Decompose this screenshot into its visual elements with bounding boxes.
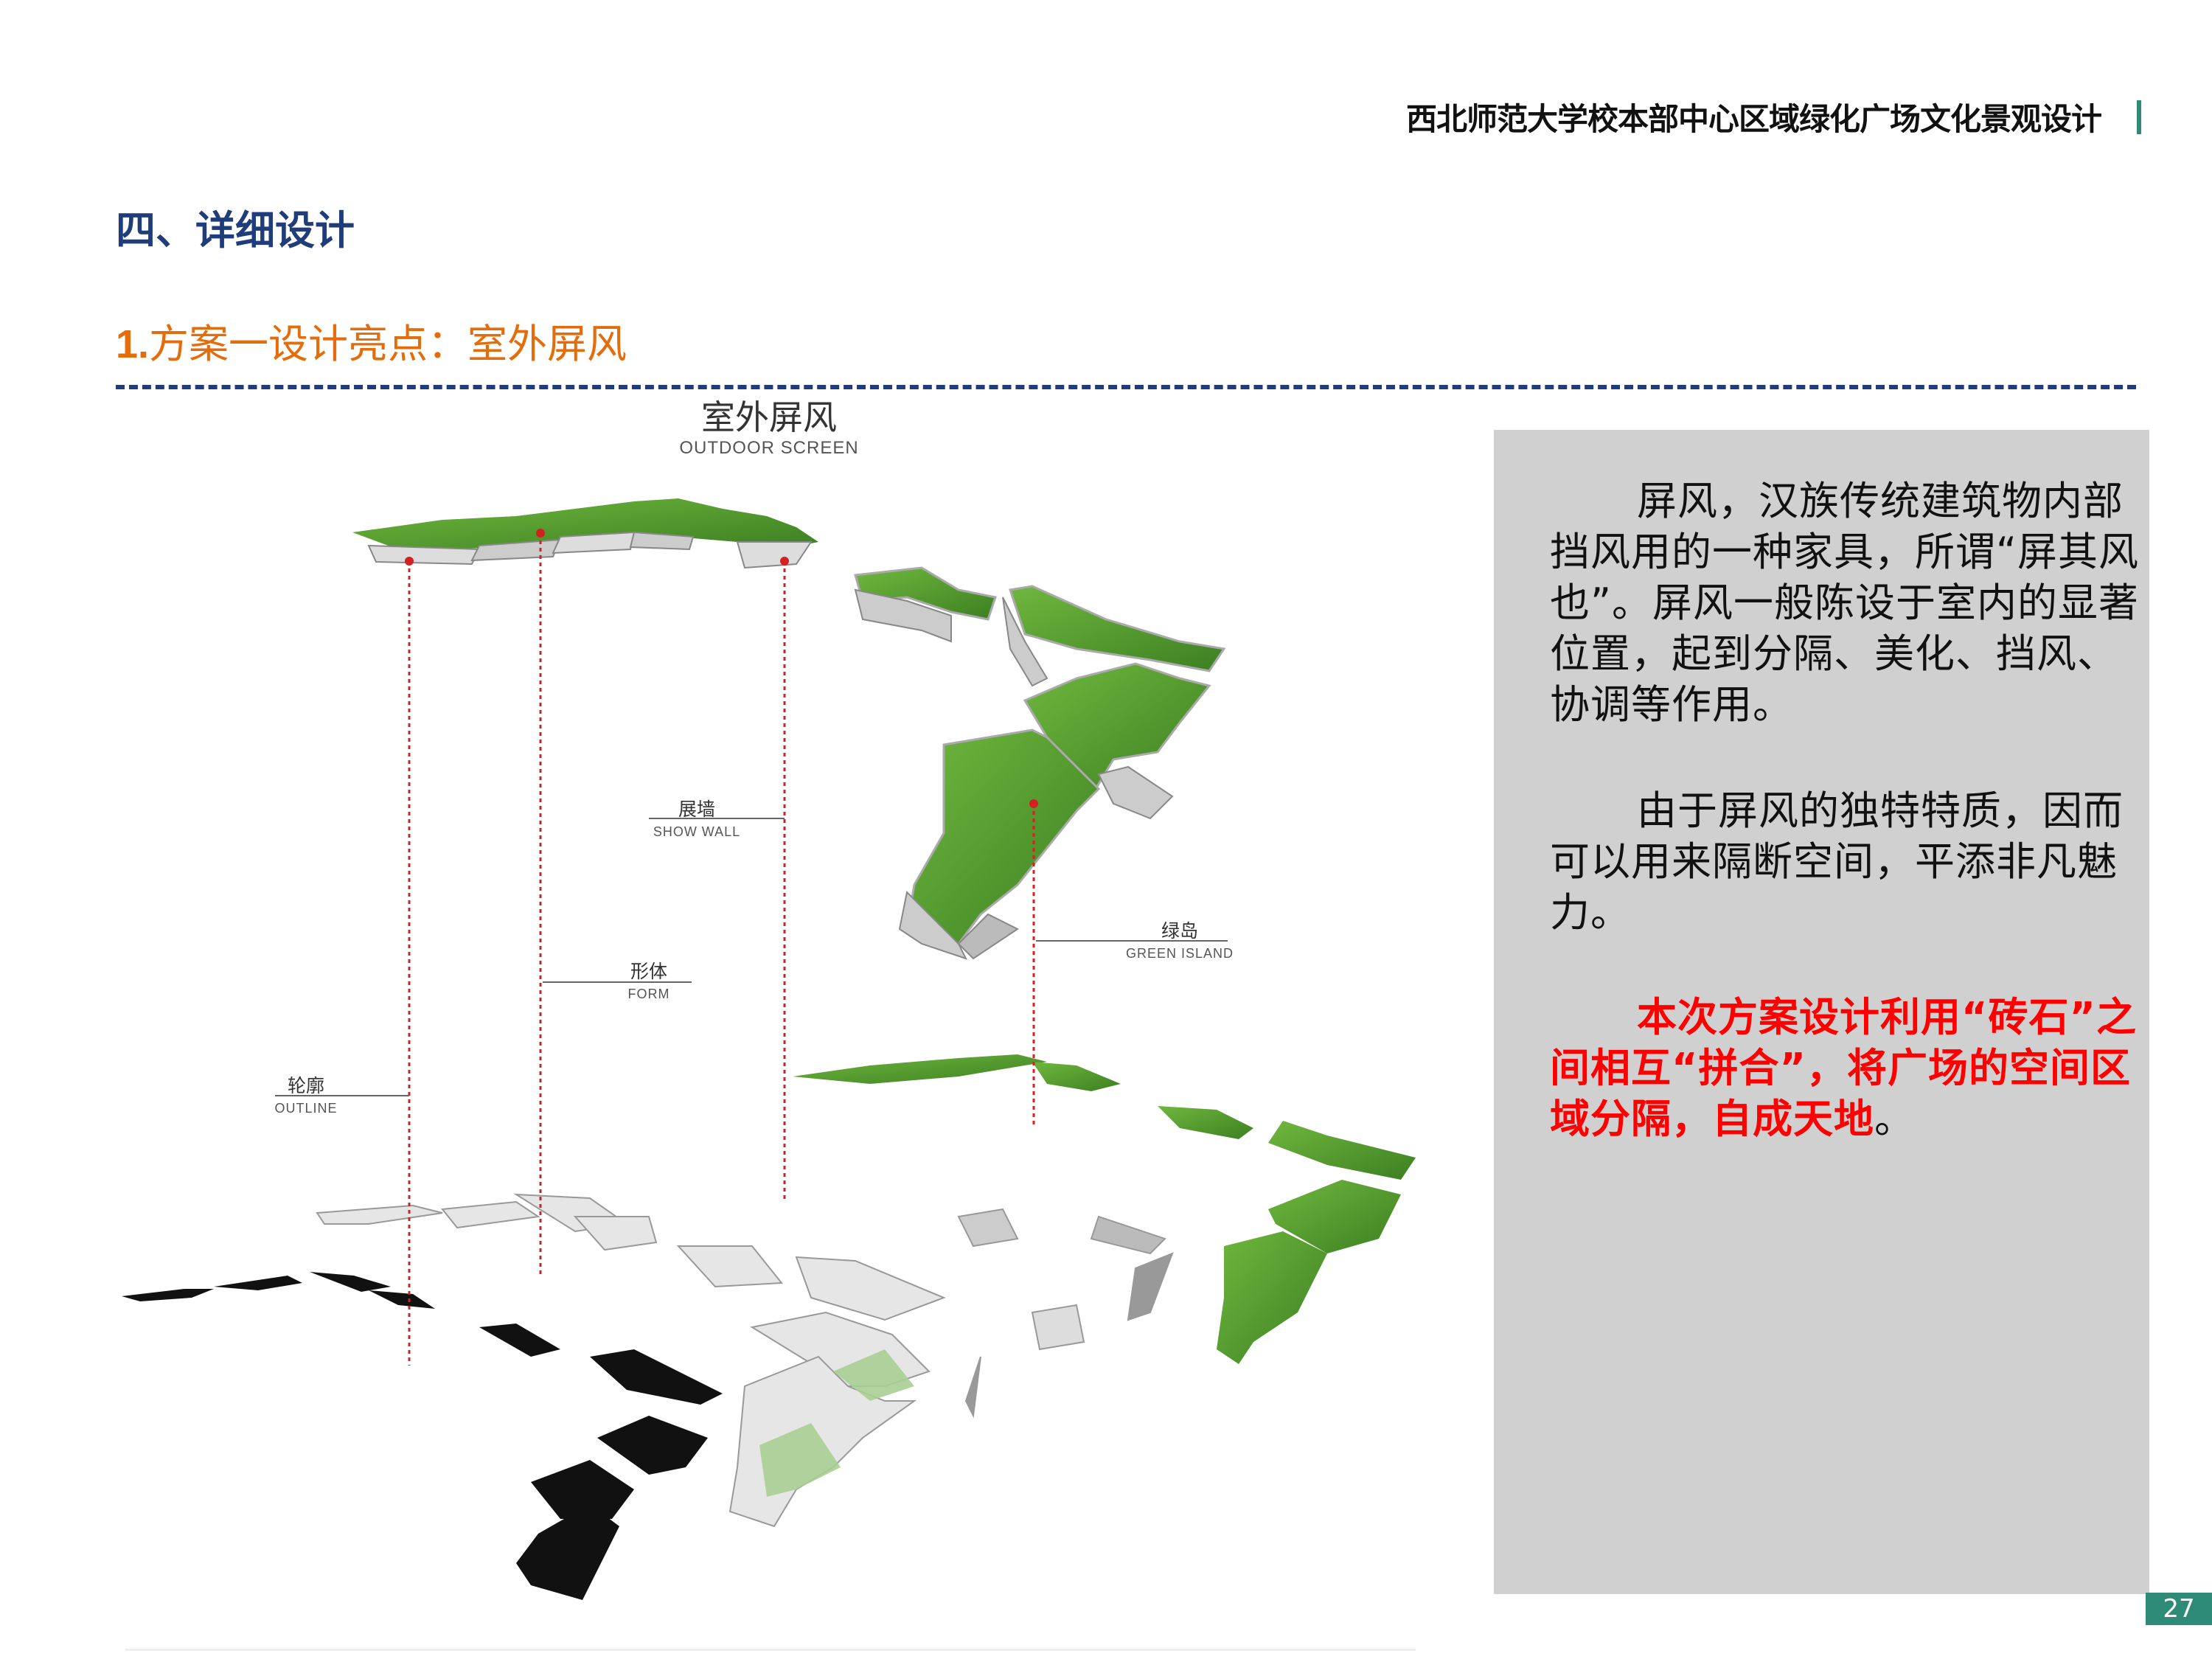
label-underlines [275, 818, 1228, 1096]
dashed-divider [116, 385, 2136, 389]
highlight-paragraph: 本次方案设计利用“砖石”之间相互“拼合”，将广场的空间区域分隔，自成天地。 [1550, 992, 2140, 1144]
label-cn: 形体 [630, 961, 667, 982]
label-cn: 展墙 [678, 799, 715, 820]
footer-line [125, 1649, 1416, 1651]
page-number-badge: 27 [2146, 1593, 2212, 1625]
description-paragraph-1: 屏风，汉族传统建筑物内部挡风用的一种家具，所谓“屏其风也”。屏风一般陈设于室内的… [1550, 478, 2139, 728]
label-form: 形体 FORM [594, 957, 704, 1002]
red-leader-lines [408, 533, 1035, 1366]
leader-dots [405, 529, 1038, 808]
diagram-title-en: OUTDOOR SCREEN [679, 438, 859, 458]
section-subtitle: 1.方案一设计亮点：室外屏风 [116, 311, 627, 369]
label-show-wall: 展墙 SHOW WALL [641, 795, 752, 840]
bottom-green-floors [759, 1349, 914, 1497]
outline-black-shapes [122, 1272, 723, 1600]
label-cn: 绿岛 [1161, 920, 1198, 942]
label-cn: 轮廓 [287, 1075, 324, 1096]
diagram-title-cn: 室外屏风 [701, 397, 837, 437]
label-outline: 轮廓 OUTLINE [251, 1071, 361, 1116]
subtitle-text: 方案一设计亮点：室外屏风 [149, 321, 627, 367]
bottom-green-pieces [793, 1054, 1416, 1364]
diagram-title: 室外屏风 OUTDOOR SCREEN [664, 397, 874, 459]
header-accent-bar [2137, 100, 2141, 134]
label-en: OUTLINE [274, 1101, 338, 1116]
highlight-end-punct: 。 [1874, 1096, 1915, 1142]
highlight-text: 本次方案设计利用“砖石”之间相互“拼合”，将广场的空间区域分隔，自成天地 [1550, 994, 2137, 1142]
document-header-title: 西北师范大学校本部中心区域绿化广场文化景观设计 [1405, 101, 2102, 137]
description-paragraph-2: 由于屏风的独特特质，因而可以用来隔断空间，平添非凡魅力。 [1550, 787, 2124, 936]
top-screen-strip [352, 498, 818, 569]
green-island-model [854, 566, 1226, 960]
label-en: SHOW WALL [653, 824, 741, 839]
label-green-island: 绿岛 GREEN ISLAND [1106, 917, 1253, 961]
bottom-wall-pieces [316, 1193, 1174, 1528]
label-en: FORM [627, 987, 670, 1001]
section-title: 四、详细设计 [116, 207, 355, 254]
subtitle-number: 1. [116, 322, 150, 366]
label-en: GREEN ISLAND [1125, 946, 1234, 961]
description-panel: 屏风，汉族传统建筑物内部挡风用的一种家具，所谓“屏其风也”。屏风一般陈设于室内的… [1494, 430, 2149, 1594]
